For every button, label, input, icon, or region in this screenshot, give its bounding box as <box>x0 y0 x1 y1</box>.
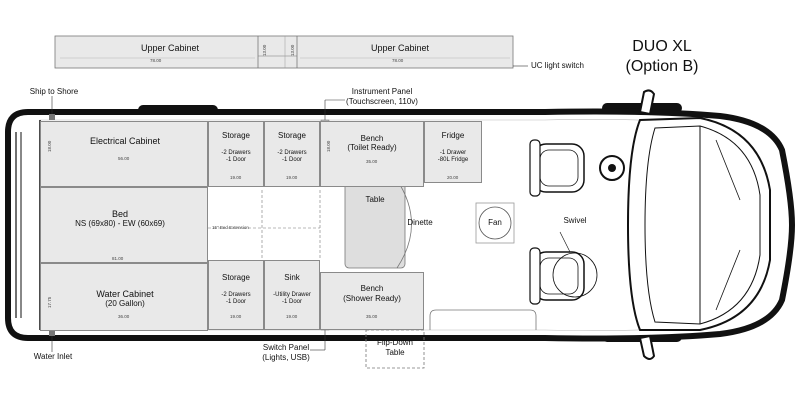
fridge-module <box>424 121 482 183</box>
storage-1-line1: -2 Drawers <box>221 150 251 156</box>
upper-gap-left-dim: 13.00 <box>262 44 267 56</box>
bed-extension-label: 15" Bed Extension <box>212 225 249 230</box>
fridge-line1: -1 Drawer <box>439 150 467 156</box>
upper-cabinet-left-dim: 78.00 <box>150 58 162 63</box>
model-title: DUO XL <box>632 38 692 55</box>
swivel-label: Swivel <box>563 216 587 225</box>
table-label: Table <box>365 195 385 204</box>
electrical-cabinet-width-dim: 56.00 <box>118 156 130 161</box>
upper-gap-right-dim: 13.00 <box>290 44 295 56</box>
uc-light-switch-label: UC light switch <box>531 61 584 70</box>
storage-1-line2: -1 Door <box>225 157 246 163</box>
storage-1-title: Storage <box>221 131 251 140</box>
model-option: (Option B) <box>625 58 699 75</box>
instrument-panel-sublabel: (Touchscreen, 110v) <box>346 97 418 106</box>
water-cabinet-width-dim: 36.00 <box>118 314 130 319</box>
switch-panel-sublabel: (Lights, USB) <box>262 353 310 362</box>
fridge-dim: 20.00 <box>447 175 459 180</box>
storage-1-dim: 19.00 <box>230 175 242 180</box>
storage-3-line1: -2 Drawers <box>221 292 251 298</box>
sink-dim: 19.00 <box>286 314 298 319</box>
water-cabinet-title: Water Cabinet <box>96 289 154 299</box>
electrical-cabinet-depth-dim: 18.00 <box>47 140 52 152</box>
storage-2-line1: -2 Drawers <box>277 150 307 156</box>
storage-3-dim: 19.00 <box>230 314 242 319</box>
flip-down-table-label: Flip-Down <box>376 338 413 347</box>
bench-shower-dim: 35.00 <box>366 314 378 319</box>
storage-cabinet-2 <box>264 121 320 187</box>
bench-shower-subtitle: (Shower Ready) <box>343 294 401 303</box>
flip-down-table-sublabel: Table <box>385 348 405 357</box>
water-cabinet <box>40 263 208 331</box>
bench-toilet-module <box>320 121 424 187</box>
dinette-label: Dinette <box>407 218 433 227</box>
water-inlet-label: Water Inlet <box>33 352 73 361</box>
bed-title: Bed <box>111 209 128 219</box>
bench-toilet-depth-dim: 18.00 <box>326 140 331 152</box>
instrument-panel-label: Instrument Panel <box>351 87 413 96</box>
sink-module <box>264 260 320 330</box>
bench-shower-module <box>320 272 424 330</box>
storage-3-title: Storage <box>221 273 251 282</box>
storage-cabinet-1 <box>208 121 264 187</box>
electrical-cabinet-label: Electrical Cabinet <box>89 136 161 146</box>
upper-cabinet-right-label: Upper Cabinet <box>370 43 430 53</box>
storage-2-dim: 19.00 <box>286 175 298 180</box>
water-cabinet-subtitle: (20 Gallon) <box>105 299 145 308</box>
sink-line1: -Utility Drawer <box>273 292 311 298</box>
storage-3-line2: -1 Door <box>225 299 246 305</box>
switch-panel-label: Switch Panel <box>262 343 310 352</box>
ship-to-shore-label: Ship to Shore <box>29 87 79 96</box>
fridge-line2: -80L Fridge <box>437 157 469 163</box>
water-cabinet-depth-dim: 17.75 <box>47 296 52 308</box>
bed-area <box>40 187 208 263</box>
storage-2-line2: -1 Door <box>281 157 302 163</box>
bench-toilet-width-dim: 35.00 <box>366 159 378 164</box>
upper-cabinet-right-dim: 78.00 <box>392 58 404 63</box>
storage-2-title: Storage <box>277 131 307 140</box>
sink-title: Sink <box>284 273 300 282</box>
bed-length-dim: 81.00 <box>112 256 124 261</box>
electrical-cabinet <box>40 121 208 187</box>
fridge-title: Fridge <box>441 131 465 140</box>
fan-label: Fan <box>488 218 502 227</box>
bench-shower-title: Bench <box>360 284 384 293</box>
bed-dimensions-label: NS (69x80) - EW (60x69) <box>75 219 165 228</box>
sink-line2: -1 Door <box>281 299 302 305</box>
bench-toilet-title: Bench <box>360 134 384 143</box>
storage-cabinet-3 <box>208 260 264 330</box>
bench-toilet-subtitle: (Toilet Ready) <box>347 143 397 152</box>
upper-cabinet-left-label: Upper Cabinet <box>140 43 200 53</box>
